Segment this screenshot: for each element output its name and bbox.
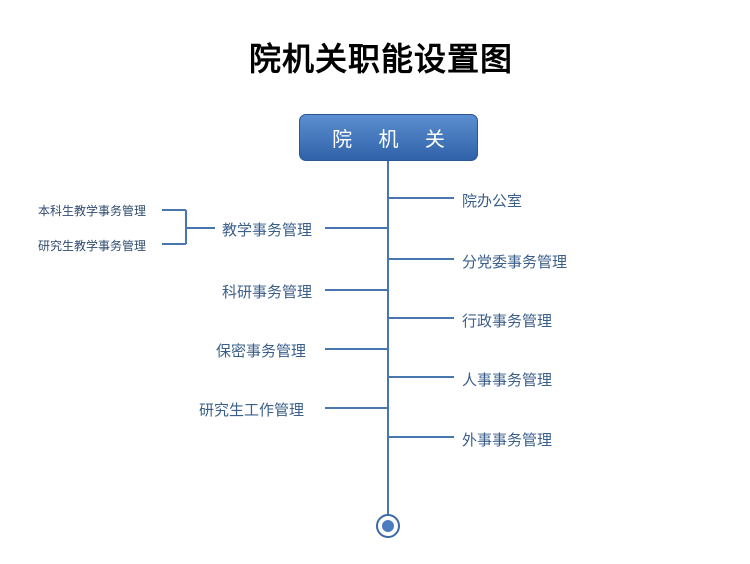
trunk-end-dot: [376, 514, 400, 538]
diagram-title: 院机关职能设置图: [248, 40, 513, 78]
node-office: 院办公室: [462, 192, 523, 210]
sub-label-graduate: 研究生教学事务管理: [38, 239, 147, 253]
node-secrecy: 保密事务管理: [216, 342, 307, 360]
node-party: 分党委事务管理: [462, 253, 568, 271]
node-graduate-work: 研究生工作管理: [199, 401, 305, 419]
node-admin: 行政事务管理: [462, 312, 553, 330]
trunk-end-dot-inner: [382, 520, 394, 532]
node-personnel: 人事事务管理: [462, 371, 553, 389]
node-teaching: 教学事务管理: [222, 221, 313, 239]
root-node: 院 机 关: [299, 114, 478, 161]
root-node-label: 院 机 关: [332, 127, 455, 151]
node-foreign: 外事事务管理: [462, 431, 553, 449]
node-research: 科研事务管理: [222, 283, 313, 301]
sub-label-undergrad: 本科生教学事务管理: [38, 204, 147, 218]
